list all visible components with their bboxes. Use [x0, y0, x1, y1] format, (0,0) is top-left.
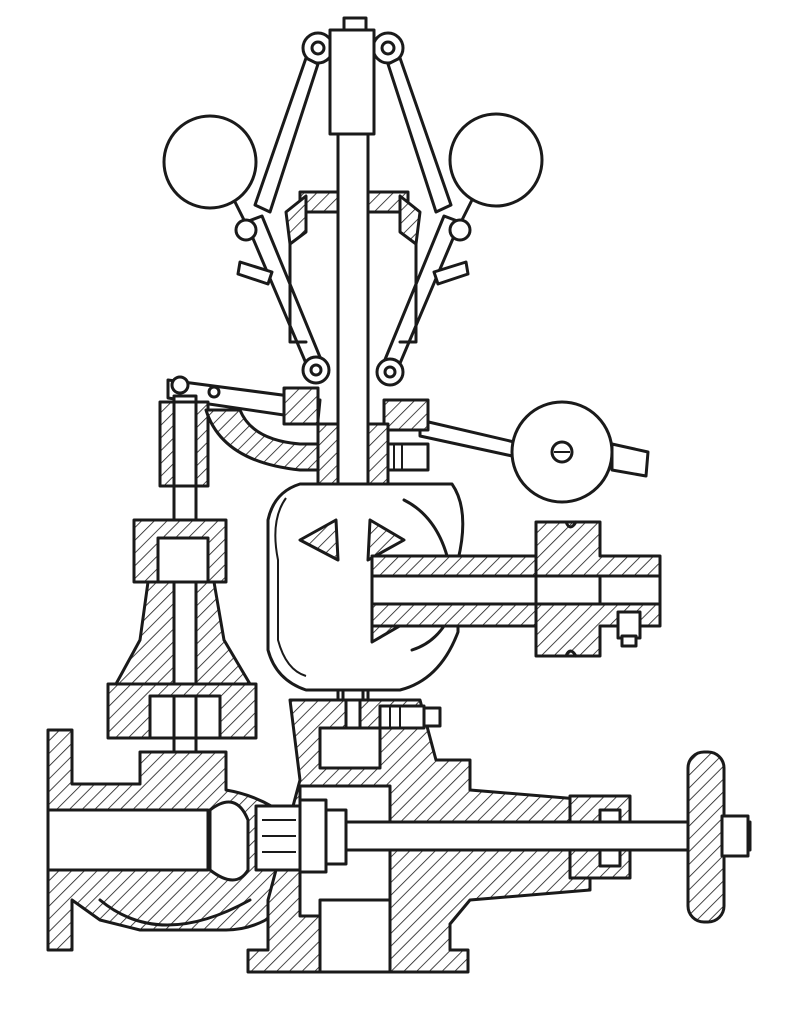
- governor-arms: [230, 56, 476, 370]
- lower-pivot-right: [375, 357, 405, 387]
- governor-ball-left: [162, 114, 258, 210]
- pulley-shaft: [370, 574, 662, 606]
- governor-ball-right: [448, 112, 544, 208]
- outlet-port: [318, 898, 392, 974]
- lower-pivot-left: [301, 355, 331, 385]
- weight-stop: [610, 442, 650, 478]
- bevel-gear-right: [366, 518, 406, 562]
- oil-cup: [616, 610, 642, 640]
- steam-inlet: [46, 808, 210, 872]
- sleeve-clamp-right: [382, 398, 430, 432]
- stop-valve-handwheel: [686, 750, 726, 924]
- spindle-head: [328, 28, 376, 136]
- lever-assembly: [166, 375, 650, 504]
- throttle-valve: [46, 518, 294, 952]
- pulley-shaft-assembly: [370, 520, 662, 658]
- bevel-gear-left: [298, 518, 340, 562]
- bracket-arm: [204, 408, 322, 472]
- governor-head: [162, 16, 544, 387]
- handwheel-nut: [720, 814, 750, 858]
- stop-valve-plug: [254, 804, 302, 872]
- stop-valve: [246, 698, 752, 974]
- stop-valve-stem: [344, 820, 752, 852]
- sleeve-clamp-left: [282, 386, 320, 426]
- set-screw: [384, 442, 430, 472]
